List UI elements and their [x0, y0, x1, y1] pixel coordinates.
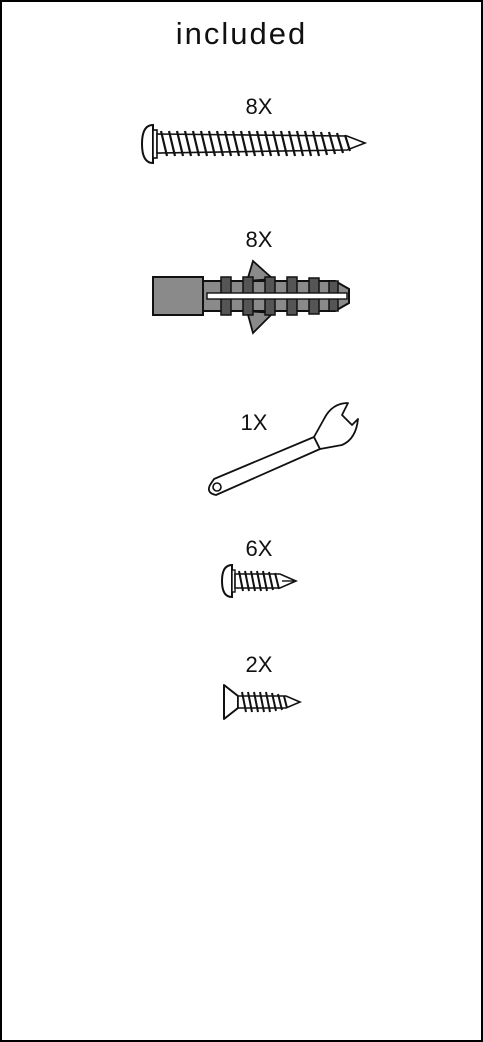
countersunk-screw-icon — [223, 684, 303, 720]
page-title: included — [175, 16, 308, 51]
self-drilling-screw-icon — [220, 563, 298, 599]
long-pan-head-screw-icon — [140, 123, 368, 165]
item-quantity: 8X — [245, 94, 273, 119]
wrench-icon — [207, 402, 359, 496]
wall-anchor-icon — [152, 259, 350, 335]
item-quantity: 2X — [245, 652, 273, 677]
item-quantity: 8X — [245, 227, 273, 252]
item-quantity: 1X — [240, 410, 268, 435]
item-quantity: 6X — [245, 536, 273, 561]
